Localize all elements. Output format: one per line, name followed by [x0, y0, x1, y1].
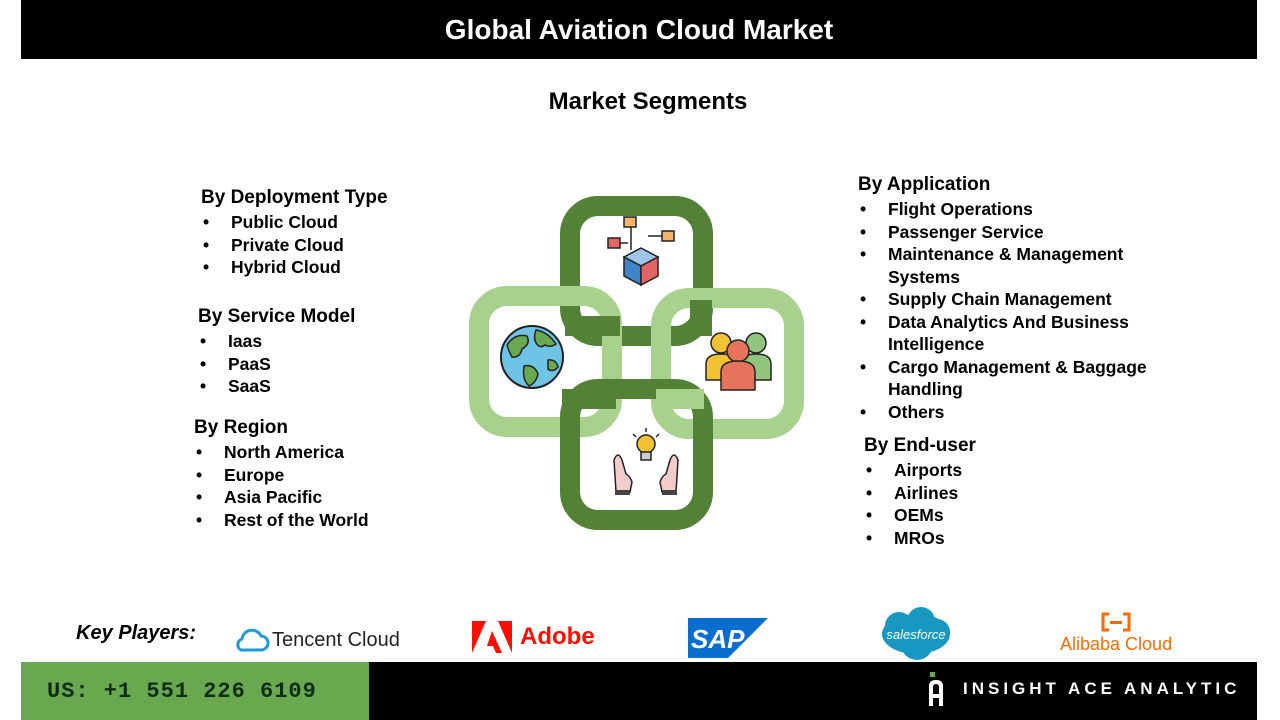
list-item: •Airlines: [866, 482, 959, 503]
list-item: •Hybrid Cloud: [203, 257, 341, 277]
list-item: •Asia Pacific: [196, 487, 323, 507]
list-item: •PaaS: [200, 353, 271, 374]
salesforce-cloud-icon: salesforce: [882, 607, 950, 660]
list-item-continuation: Handling: [888, 379, 963, 399]
sap-badge: SAP: [688, 618, 768, 658]
tencent-cloud-logo: Tencent Cloud: [232, 626, 400, 654]
segment-enduser: By End-user •Airports •Airlines •OEMs •M…: [864, 434, 976, 549]
phone-number: US: +1 551 226 6109: [47, 678, 317, 704]
alibaba-cloud-logo: Alibaba Cloud: [1060, 612, 1172, 655]
adobe-logo: Adobe: [472, 621, 595, 653]
segments-graphic: [469, 196, 804, 530]
list-item: •Passenger Service: [860, 221, 1044, 242]
link-frame-bottom: [560, 379, 713, 530]
segment-title: By Deployment Type: [201, 187, 388, 208]
list-item: •Flight Operations: [860, 199, 1033, 219]
link-frame-top: [560, 196, 713, 346]
sap-logo: SAP: [688, 618, 768, 658]
people-group-icon: [705, 332, 772, 391]
salesforce-logo: salesforce: [877, 606, 955, 662]
brand-name: INSIGHT ACE ANALYTIC: [963, 679, 1241, 698]
segment-title: By Application: [858, 174, 991, 195]
list-item: •Europe: [196, 464, 285, 485]
link-frame-right: [651, 288, 804, 439]
segment-title: By Service Model: [198, 306, 356, 327]
segment-application: By Application •Flight Operations •Passe…: [858, 173, 1147, 423]
list-item: •Rest of the World: [196, 509, 369, 530]
list-item: •SaaS: [200, 376, 271, 396]
brand-logo: INSIGHT ACE ANALYTIC: [927, 672, 1240, 706]
segment-title: By End-user: [864, 435, 976, 456]
list-item: •Public Cloud: [203, 212, 338, 232]
lightbulb-hands-icon: [613, 428, 679, 495]
contact-phone-bar: US: +1 551 226 6109: [21, 662, 369, 720]
page-title: Global Aviation Cloud Market: [444, 13, 834, 45]
tencent-cloud-icon: [236, 628, 270, 652]
segment-service-model: By Service Model •Iaas •PaaS •SaaS: [198, 305, 355, 398]
list-item: •Private Cloud: [203, 234, 344, 255]
link-frame-left: [469, 286, 622, 437]
list-item: •Supply Chain Management: [860, 289, 1112, 309]
list-item: •Iaas: [200, 331, 263, 351]
list-item: •Data Analytics And Business: [860, 311, 1129, 332]
list-item: •OEMs: [866, 505, 944, 525]
segment-region: By Region •North America •Europe •Asia P…: [194, 416, 369, 531]
adobe-icon: [472, 621, 512, 653]
alibaba-icon: [1101, 612, 1131, 632]
key-players-label: Key Players:: [76, 622, 197, 644]
list-item: •North America: [196, 442, 344, 462]
list-item-continuation: Systems: [888, 266, 960, 287]
list-item: •Others: [860, 401, 945, 422]
segment-title: By Region: [194, 417, 288, 438]
svg-text:SAP: SAP: [691, 624, 745, 654]
network-cube-icon: [607, 216, 675, 287]
insight-ace-icon: [929, 672, 943, 706]
list-item: •Maintenance & Management: [860, 244, 1124, 264]
globe-icon: [500, 325, 564, 389]
footer-brand-bar: [369, 662, 1257, 720]
list-item: •Airports: [866, 460, 963, 480]
segment-deployment: By Deployment Type •Public Cloud •Privat…: [201, 186, 388, 279]
list-item-continuation: Intelligence: [888, 334, 985, 354]
list-item: •MROs: [866, 527, 945, 548]
page-header: Global Aviation Cloud Market: [21, 0, 1257, 59]
svg-text:salesforce: salesforce: [886, 627, 945, 642]
list-item: •Cargo Management & Baggage: [860, 356, 1147, 377]
section-subtitle: Market Segments: [548, 88, 748, 115]
